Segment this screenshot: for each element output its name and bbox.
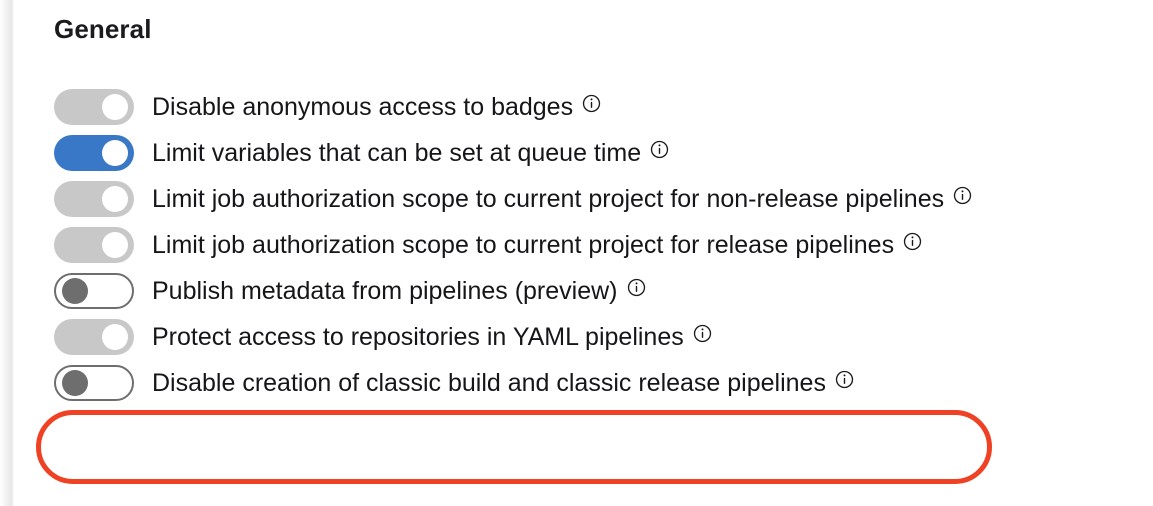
toggle-switch[interactable] — [54, 365, 134, 401]
setting-row: Limit variables that can be set at queue… — [0, 130, 1153, 176]
toggle-knob — [102, 186, 128, 212]
setting-label: Limit job authorization scope to current… — [152, 184, 972, 214]
setting-label-text: Limit variables that can be set at queue… — [152, 139, 642, 167]
setting-label: Disable creation of classic build and cl… — [152, 368, 854, 398]
setting-label: Limit variables that can be set at queue… — [152, 138, 669, 168]
panel-left-edge-shadow — [0, 0, 14, 506]
toggle-switch[interactable] — [54, 273, 134, 309]
info-circle-icon[interactable] — [953, 186, 972, 205]
setting-label: Limit job authorization scope to current… — [152, 230, 922, 260]
setting-row: Limit job authorization scope to current… — [0, 176, 1153, 222]
setting-label-text: Limit job authorization scope to current… — [152, 231, 895, 259]
info-circle-icon[interactable] — [835, 370, 854, 389]
setting-label-text: Protect access to repositories in YAML p… — [152, 323, 684, 351]
toggle-knob — [62, 370, 88, 396]
info-circle-icon[interactable] — [650, 140, 669, 159]
info-circle-icon[interactable] — [627, 278, 646, 297]
info-circle-icon[interactable] — [693, 324, 712, 343]
toggle-switch[interactable] — [54, 181, 134, 217]
setting-label-text: Disable anonymous access to badges — [152, 93, 574, 121]
toggle-knob — [102, 140, 128, 166]
toggle-knob — [102, 232, 128, 258]
setting-label-text: Disable creation of classic build and cl… — [152, 369, 826, 397]
toggle-switch[interactable] — [54, 89, 134, 125]
setting-label: Disable anonymous access to badges — [152, 92, 601, 122]
toggle-knob — [102, 94, 128, 120]
setting-row: Protect access to repositories in YAML p… — [0, 314, 1153, 360]
toggle-switch[interactable] — [54, 135, 134, 171]
setting-label: Protect access to repositories in YAML p… — [152, 322, 712, 352]
info-circle-icon[interactable] — [903, 232, 922, 251]
setting-label-text: Publish metadata from pipelines (preview… — [152, 277, 618, 305]
info-circle-icon[interactable] — [582, 94, 601, 113]
setting-row: Disable creation of classic build and cl… — [0, 360, 1153, 406]
setting-row: Limit job authorization scope to current… — [0, 222, 1153, 268]
toggle-knob — [102, 324, 128, 350]
setting-row: Publish metadata from pipelines (preview… — [0, 268, 1153, 314]
annotation-highlight-ellipse — [36, 410, 992, 484]
toggle-knob — [62, 278, 88, 304]
setting-row: Disable anonymous access to badges — [0, 84, 1153, 130]
toggle-switch[interactable] — [54, 227, 134, 263]
setting-label: Publish metadata from pipelines (preview… — [152, 276, 646, 306]
page-title: General — [54, 14, 152, 44]
toggle-switch[interactable] — [54, 319, 134, 355]
setting-label-text: Limit job authorization scope to current… — [152, 185, 945, 213]
